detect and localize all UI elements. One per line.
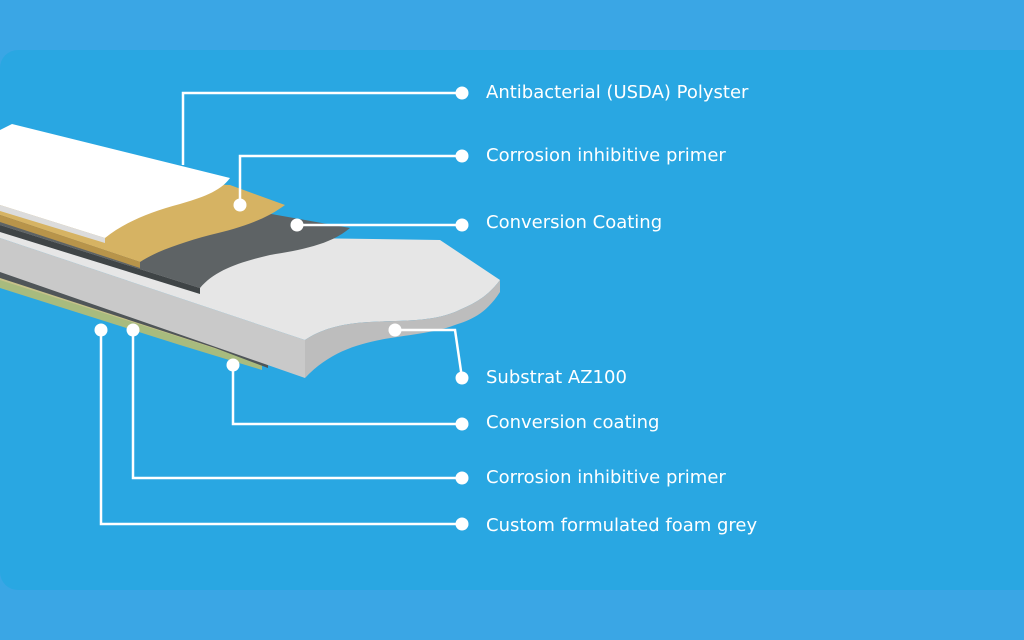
leader-primer-top <box>238 154 462 205</box>
leader-lines <box>99 91 464 526</box>
dot-substrat-start <box>388 323 402 337</box>
label-conversion-coating-bottom: Conversion coating <box>486 412 660 433</box>
dot-primer-top-start <box>233 198 247 212</box>
dot-primer-bottom-start <box>126 323 140 337</box>
label-corrosion-primer-top: Corrosion inhibitive primer <box>486 145 726 166</box>
dot-primer-bottom-end <box>455 471 469 485</box>
dot-substrat-end <box>455 371 469 385</box>
label-foam-grey: Custom formulated foam grey <box>486 515 758 536</box>
dot-conversion-top-end <box>455 218 469 232</box>
substrate-front-face <box>0 238 305 378</box>
polyester-layer <box>0 124 230 238</box>
top-primer-edge <box>0 215 140 268</box>
leader-dots <box>94 86 469 531</box>
dot-polyester-end <box>455 86 469 100</box>
polyester-edge <box>0 205 105 243</box>
label-corrosion-primer-bottom: Corrosion inhibitive primer <box>486 467 726 488</box>
dot-foam-grey-end <box>455 517 469 531</box>
leader-substrat <box>395 328 464 379</box>
dot-conversion-bottom-end <box>455 417 469 431</box>
leader-polyester <box>181 91 462 165</box>
label-substrat: Substrat AZ100 <box>486 367 627 388</box>
leader-foam-grey <box>99 330 462 526</box>
dot-primer-top-end <box>455 149 469 163</box>
dot-conversion-bottom-start <box>226 358 240 372</box>
label-antibacterial-polyster: Antibacterial (USDA) Polyster <box>486 82 749 103</box>
leader-conversion-bottom <box>231 365 462 426</box>
dot-foam-grey-start <box>94 323 108 337</box>
top-conversion-edge <box>0 225 200 294</box>
dot-conversion-top-start <box>290 218 304 232</box>
label-conversion-coating-top: Conversion Coating <box>486 212 663 233</box>
leader-primer-bottom <box>131 330 462 480</box>
